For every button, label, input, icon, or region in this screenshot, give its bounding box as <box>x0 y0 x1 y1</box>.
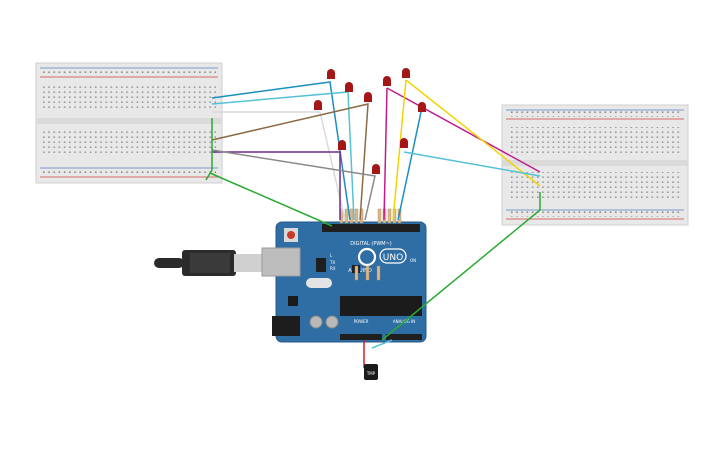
analog-header[interactable] <box>386 334 422 340</box>
breadboard-right[interactable] <box>501 104 689 226</box>
sensor-label: TMP <box>366 371 376 376</box>
digital-header[interactable] <box>322 224 420 232</box>
power-header[interactable] <box>340 334 382 340</box>
breadboard-left[interactable] <box>35 62 223 184</box>
power-header-label: POWER <box>354 319 369 324</box>
arduino-uno-board[interactable]: DIGITAL (PWM~) ARDUINO UNO L TX RX ON PO… <box>261 221 427 343</box>
board-model-label: UNO <box>383 253 403 263</box>
digital-header-label: DIGITAL (PWM~) <box>350 241 392 247</box>
on-led-label: ON <box>410 258 416 263</box>
usb-cable[interactable] <box>154 250 262 276</box>
reset-button[interactable] <box>287 231 295 239</box>
microcontroller-chip <box>340 296 422 316</box>
led-array[interactable] <box>314 68 426 174</box>
temperature-sensor[interactable]: TMP <box>364 364 378 380</box>
l-led-label: L <box>330 253 333 258</box>
rx-led-label: RX <box>330 266 336 271</box>
tx-led-label: TX <box>329 260 335 265</box>
arduino-brand-label: ARDUINO <box>348 268 372 274</box>
